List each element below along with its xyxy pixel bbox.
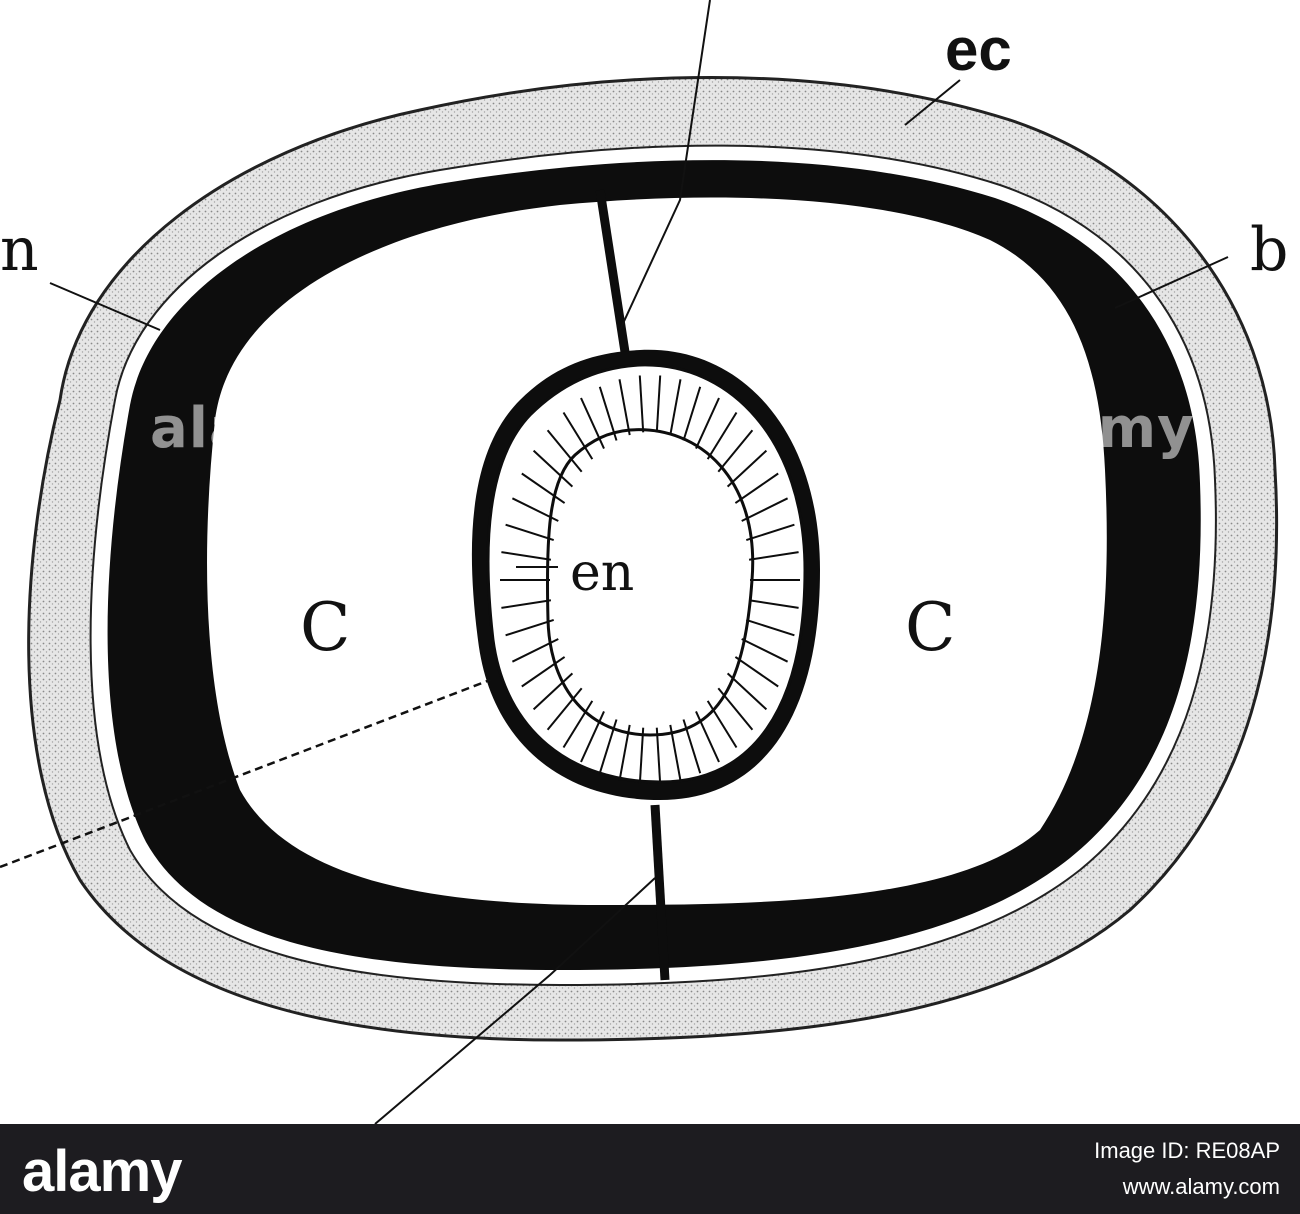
endoderm-cell-wall — [505, 618, 555, 637]
ventral-mesentery — [650, 804, 670, 981]
dorsal-mesentery — [595, 189, 630, 353]
endoderm-cell-wall — [618, 379, 631, 436]
endoderm-cell-wall — [638, 375, 645, 433]
endoderm-cell-wall — [511, 497, 559, 522]
leader-line-b — [1114, 256, 1229, 309]
watermark-right: alamy — [1000, 396, 1195, 461]
endoderm-cell-wall — [505, 523, 555, 542]
leader-line-bottom — [374, 877, 656, 1124]
label-m: n — [0, 215, 39, 285]
endoderm-cell-wall — [618, 724, 631, 781]
endoderm-cell-wall — [546, 429, 583, 473]
endoderm-cell-wall — [741, 497, 789, 522]
endoderm-cell-wall — [669, 379, 682, 436]
site-url-text: www.alamy.com — [1122, 1174, 1280, 1199]
endoderm-cell-wall — [655, 375, 662, 433]
cross-section-diagram: ec b n en C C — [0, 0, 1288, 1124]
endoderm-cell-wall — [726, 672, 768, 711]
leader-line-ec — [904, 79, 961, 126]
endoderm-cell-wall — [501, 599, 552, 609]
endoderm-cell-wall — [706, 411, 738, 460]
label-coelom-right: C — [905, 589, 956, 666]
endoderm-cell-wall — [598, 719, 618, 774]
endoderm-cell-wall — [706, 700, 738, 749]
label-b: b — [1250, 215, 1288, 285]
endoderm-cell-wall — [501, 551, 552, 561]
endoderm-cell-wall — [745, 523, 795, 542]
endoderm-cell-wall — [748, 551, 799, 561]
alamy-logo: alamy — [22, 1139, 182, 1204]
endoderm-cell-wall — [695, 397, 720, 450]
endoderm-cell-wall — [598, 386, 618, 441]
endoderm-cell-wall — [521, 656, 566, 688]
endoderm-cell-walls — [500, 375, 800, 785]
diagram-canvas: ec b n en C C alamy alamy — [0, 0, 1289, 1124]
watermark-left: alamy — [150, 396, 345, 461]
leader-line-m — [49, 282, 161, 331]
endoderm-cell-wall — [745, 618, 795, 637]
endoderm-cell-wall — [682, 386, 702, 441]
endoderm-cell-wall — [717, 687, 754, 731]
image-id-text: Image ID: RE08AP — [1094, 1138, 1280, 1163]
label-coelom-left: C — [300, 589, 351, 666]
leader-line-top — [619, 0, 711, 331]
endoderm-cell-wall — [669, 724, 682, 781]
endoderm-cell-wall — [741, 638, 789, 663]
label-ec: ec — [945, 16, 1012, 83]
dashed-line-left — [0, 678, 491, 869]
endoderm-cell-wall — [734, 656, 779, 688]
endoderm-cell-wall — [521, 472, 566, 504]
endoderm-cell-wall — [580, 397, 605, 450]
gut-lumen — [545, 428, 755, 737]
endoderm-cell-wall — [532, 449, 574, 488]
stock-footer-bar: alamy Image ID: RE08AP www.alamy.com — [0, 1124, 1300, 1214]
endoderm-cell-wall — [655, 727, 662, 785]
endoderm-cell-wall — [695, 710, 720, 763]
endoderm-cell-wall — [580, 710, 605, 763]
endoderm-cell-wall — [562, 411, 594, 460]
endoderm-cell-wall — [511, 638, 559, 663]
endoderm-cell-wall — [562, 700, 594, 749]
endoderm-cell-wall — [546, 687, 583, 731]
endoderm-cell-wall — [748, 599, 799, 609]
endoderm-cell-wall — [726, 449, 768, 488]
endoderm-cell-wall — [734, 472, 779, 504]
endoderm-cell-wall — [717, 429, 754, 473]
endoderm-cell-wall — [682, 719, 702, 774]
endoderm-cell-wall — [638, 727, 645, 785]
endoderm-cell-wall — [532, 672, 574, 711]
label-en: en — [570, 543, 634, 603]
